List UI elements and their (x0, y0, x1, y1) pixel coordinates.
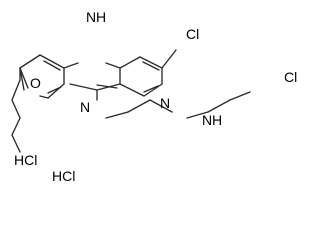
salt-labels: HCl HCl (14, 152, 75, 184)
atom-labels: N H Cl O N N N H Cl (30, 9, 297, 128)
atom-alkyl-chlorine: Cl (284, 69, 297, 85)
atom-ring-nitrogen: N (86, 9, 96, 25)
atom-pyridine-nitrogen: N (80, 99, 90, 115)
atom-amine-hydrogen: H (212, 112, 222, 128)
atom-amine-nitrogen: N (202, 112, 212, 128)
salt-hcl-2: HCl (52, 168, 75, 184)
atom-imine-nitrogen: N (160, 95, 170, 111)
bond-lines (11, 49, 251, 153)
atom-aryl-chlorine: Cl (186, 26, 199, 42)
chemical-structure-diagram: N H Cl O N N N H Cl HCl HCl (11, 9, 297, 184)
atom-ring-hydrogen: H (96, 9, 106, 25)
salt-hcl-1: HCl (14, 152, 37, 168)
atom-ether-oxygen: O (30, 75, 41, 91)
